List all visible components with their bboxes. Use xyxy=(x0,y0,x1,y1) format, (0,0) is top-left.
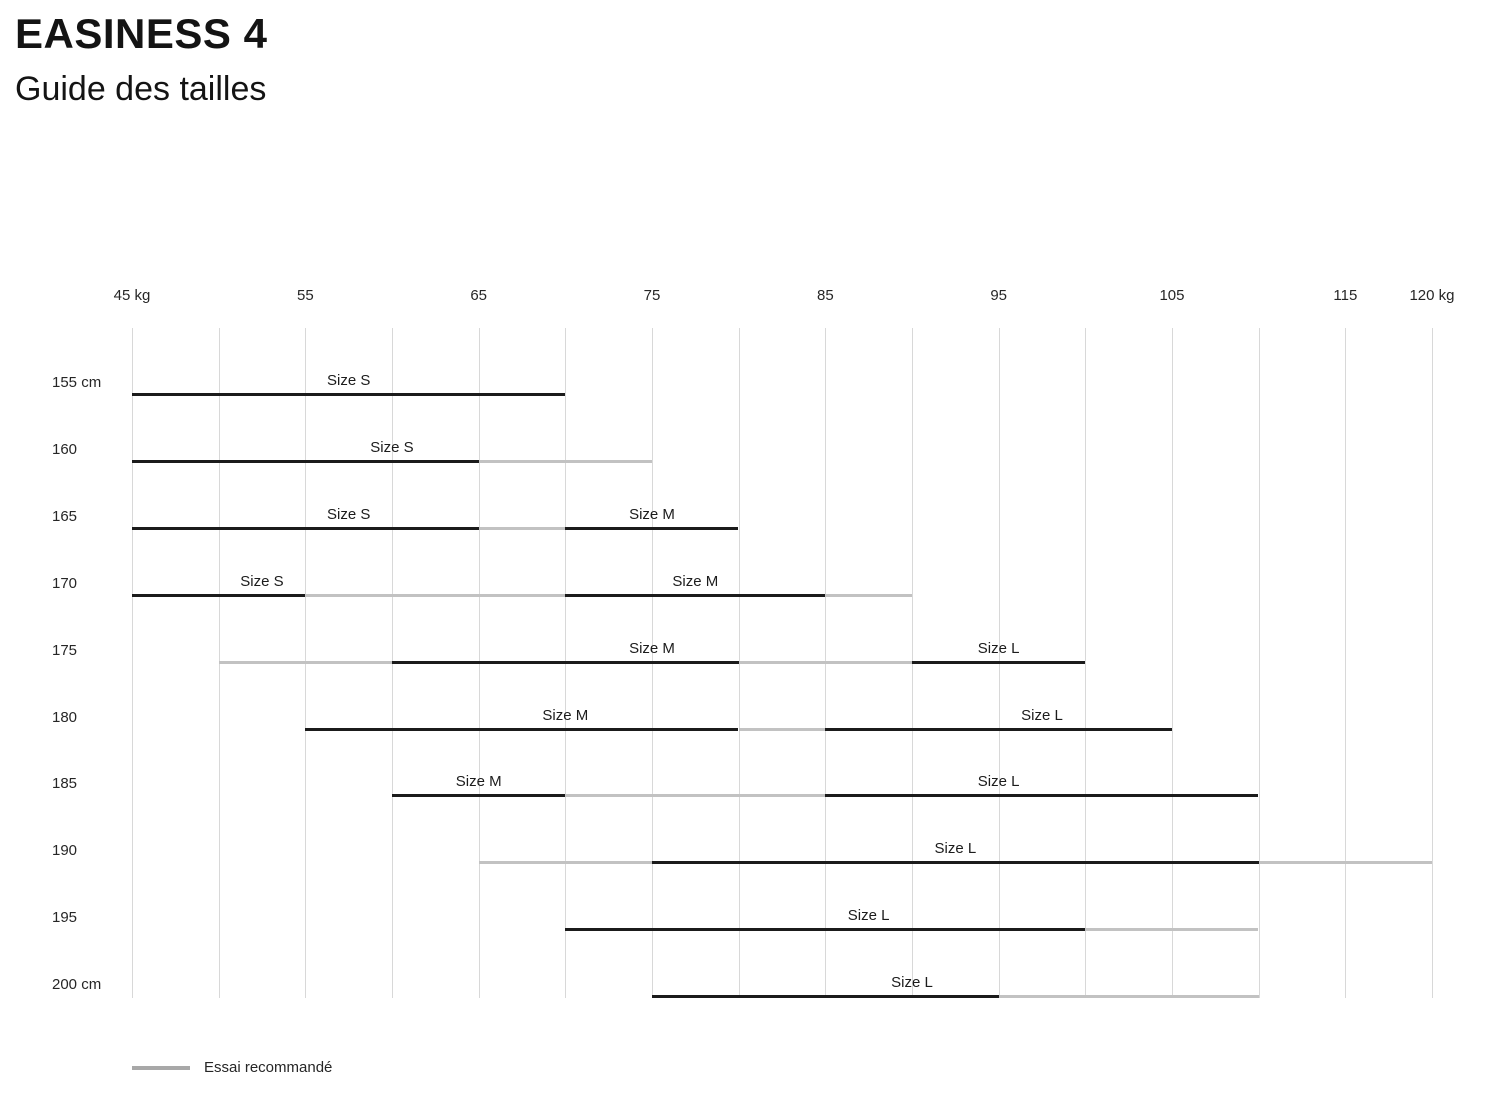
size-label: Size M xyxy=(629,640,675,657)
size-range-segment xyxy=(825,728,1172,731)
size-range-segment xyxy=(565,527,738,530)
trial-recommended-segment xyxy=(479,460,652,463)
trial-legend-label: Essai recommandé xyxy=(204,1059,333,1076)
size-range-segment xyxy=(132,460,479,463)
size-range-segment xyxy=(565,594,825,597)
trial-recommended-segment xyxy=(305,594,565,597)
trial-recommended-segment xyxy=(479,861,652,864)
size-label: Size L xyxy=(934,840,977,857)
size-range-segment xyxy=(132,594,305,597)
trial-recommended-segment xyxy=(825,594,912,597)
x-axis-tick-label: 105 xyxy=(1159,287,1185,304)
size-label: Size L xyxy=(1021,707,1063,724)
size-label: Size S xyxy=(370,439,414,456)
x-axis-tick-label: 45 kg xyxy=(113,287,151,304)
size-label: Size S xyxy=(326,372,371,389)
trial-recommended-segment xyxy=(1085,928,1258,931)
height-row-label: 180 xyxy=(52,709,78,726)
weight-gridline xyxy=(1172,328,1173,998)
height-row-label: 190 xyxy=(52,842,78,859)
x-axis-tick-label: 95 xyxy=(990,287,1007,304)
size-label: Size M xyxy=(629,506,675,523)
weight-gridline xyxy=(1345,328,1346,998)
size-label: Size S xyxy=(240,573,284,590)
size-range-segment xyxy=(392,661,739,664)
height-row-label: 195 xyxy=(52,909,78,926)
page-title: EASINESS 4 xyxy=(15,10,268,57)
trial-legend-line-swatch xyxy=(132,1066,190,1070)
x-axis-tick-label: 75 xyxy=(643,287,661,304)
size-range-segment xyxy=(132,393,565,396)
size-label: Size M xyxy=(672,573,719,590)
size-label: Size L xyxy=(847,907,890,924)
x-axis-tick-label: 85 xyxy=(816,287,834,304)
size-range-segment xyxy=(565,928,1085,931)
trial-recommended-segment xyxy=(999,995,1259,998)
size-range-segment xyxy=(652,861,1259,864)
trial-recommended-segment xyxy=(1259,861,1432,864)
size-label: Size M xyxy=(542,707,589,724)
height-row-label: 170 xyxy=(52,575,78,592)
size-label: Size L xyxy=(891,974,933,991)
trial-recommended-segment xyxy=(479,527,566,530)
page-subtitle: Guide des tailles xyxy=(15,70,267,108)
size-range-segment xyxy=(825,794,1258,797)
size-range-segment xyxy=(132,527,479,530)
weight-gridline xyxy=(132,328,133,998)
size-range-segment xyxy=(912,661,1085,664)
height-row-label: 155 cm xyxy=(52,374,102,391)
trial-recommended-segment xyxy=(219,661,392,664)
weight-gridline xyxy=(1259,328,1260,998)
size-label: Size S xyxy=(326,506,371,523)
size-label: Size M xyxy=(455,773,502,790)
height-row-label: 160 xyxy=(52,441,78,458)
height-row-label: 200 cm xyxy=(52,976,102,993)
height-row-label: 185 xyxy=(52,775,78,792)
x-axis-tick-label: 120 kg xyxy=(1409,287,1455,304)
weight-gridline xyxy=(1085,328,1086,998)
x-axis-tick-label: 65 xyxy=(470,287,487,304)
x-axis-tick-label: 55 xyxy=(296,287,314,304)
trial-recommended-segment xyxy=(739,661,912,664)
x-axis-tick-label: 115 xyxy=(1333,287,1358,304)
trial-recommended-segment xyxy=(565,794,825,797)
size-range-segment xyxy=(392,794,565,797)
size-label: Size L xyxy=(977,640,1020,657)
size-label: Size L xyxy=(977,773,1020,790)
height-row-label: 175 xyxy=(52,642,78,659)
size-range-segment xyxy=(305,728,738,731)
trial-recommended-segment xyxy=(739,728,826,731)
height-row-label: 165 xyxy=(52,508,78,525)
size-range-segment xyxy=(652,995,999,998)
weight-gridline xyxy=(1432,328,1433,998)
